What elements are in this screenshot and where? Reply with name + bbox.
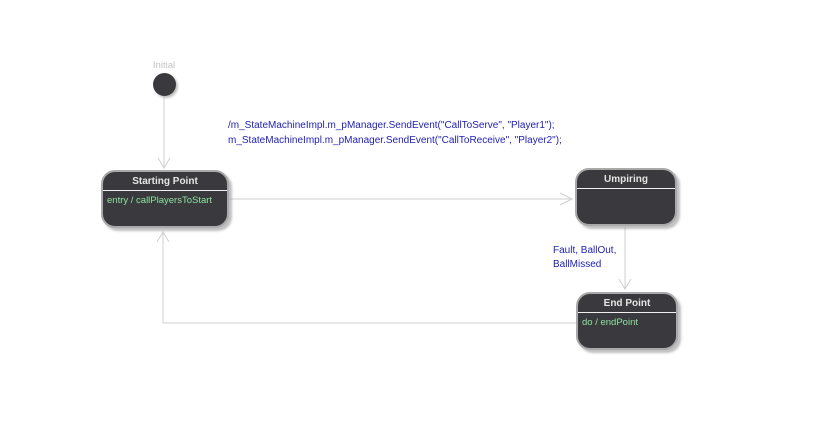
transition-trigger-line2: BallMissed — [553, 259, 602, 270]
transition-effect-label: /m_StateMachineImpl.m_pManager.SendEvent… — [228, 118, 562, 148]
transition-end-point-to-starting-point[interactable] — [156, 231, 576, 324]
state-umpiring[interactable]: Umpiring — [575, 168, 677, 226]
initial-state-label: Initial — [152, 60, 176, 71]
transition-effect-line1: /m_StateMachineImpl.m_pManager.SendEvent… — [228, 120, 555, 131]
state-title: Umpiring — [577, 170, 675, 189]
initial-state-node[interactable] — [153, 73, 176, 96]
state-entry-action: entry / callPlayersToStart — [107, 195, 213, 206]
arrowhead-down-icon — [157, 157, 171, 169]
state-title: Starting Point — [103, 172, 227, 191]
state-starting-point[interactable]: Starting Point entry / callPlayersToStar… — [101, 170, 229, 228]
state-body-empty — [577, 189, 675, 193]
state-title: End Point — [578, 294, 676, 313]
arrowhead-right-icon — [559, 192, 574, 206]
transition-umpiring-to-end-point[interactable] — [618, 227, 632, 290]
state-end-point[interactable]: End Point do / endPoint — [576, 292, 678, 350]
transition-trigger-line1: Fault, BallOut, — [553, 245, 617, 256]
transition-initial-to-starting-point[interactable] — [157, 96, 171, 169]
transition-trigger-label: Fault, BallOut, BallMissed — [553, 244, 616, 272]
arrowhead-down-icon — [618, 278, 632, 290]
state-do-action: do / endPoint — [582, 317, 638, 328]
arrowhead-up-icon — [156, 231, 170, 243]
transition-starting-point-to-umpiring[interactable] — [230, 192, 574, 206]
transition-effect-line2: m_StateMachineImpl.m_pManager.SendEvent(… — [228, 135, 562, 146]
